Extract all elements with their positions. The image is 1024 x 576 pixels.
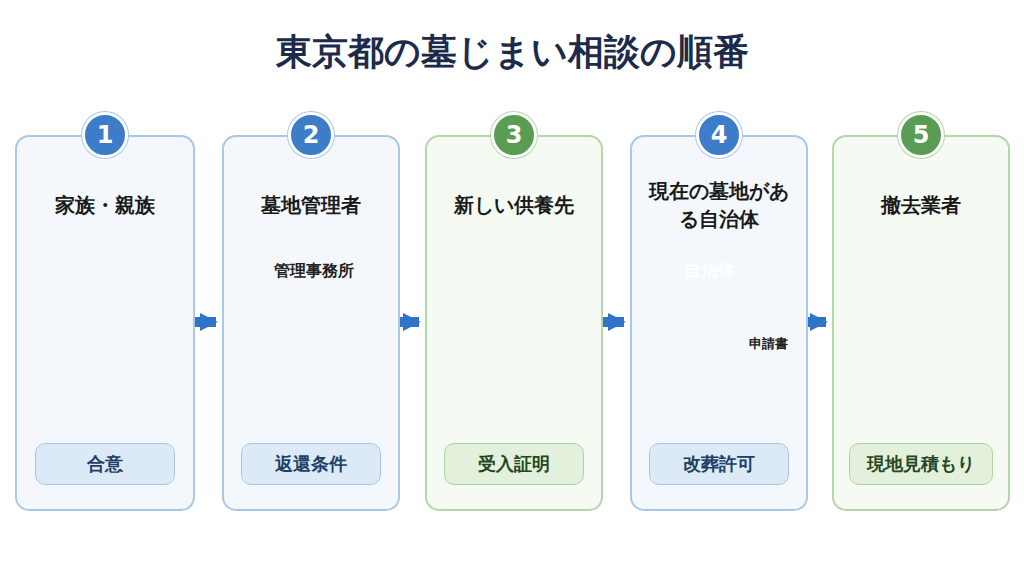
step-heading: 墓地管理者 — [261, 191, 361, 219]
step-panel: 墓地管理者2返還条件 — [222, 135, 400, 511]
document-title: 申請書 — [738, 334, 798, 354]
heading-area: 家族・親族 — [25, 173, 185, 237]
heading-area: 撤去業者 — [842, 173, 1000, 237]
step-number-text: 3 — [506, 121, 523, 149]
step-number: 3 — [491, 112, 537, 158]
result-label: 現地見積もり — [867, 452, 975, 476]
flow-arrow — [195, 317, 216, 327]
result-label: 受入証明 — [478, 452, 550, 476]
step-number-text: 5 — [913, 121, 930, 149]
result-pill: 合意 — [35, 443, 175, 485]
step-number: 2 — [288, 112, 334, 158]
step-number: 1 — [82, 112, 128, 158]
step-heading: 撤去業者 — [881, 191, 961, 219]
result-pill: 現地見積もり — [849, 443, 993, 485]
result-label: 返還条件 — [275, 452, 347, 476]
diagram-title: 東京都の墓じまい相談の順番 — [0, 28, 1024, 77]
step-panel: 新しい供養先3受入証明 — [425, 135, 603, 511]
step-heading: 現在の墓地がある自治体 — [644, 177, 794, 233]
result-label: 改葬許可 — [683, 452, 755, 476]
step-number-text: 4 — [711, 121, 728, 149]
result-label: 合意 — [87, 452, 123, 476]
heading-area: 新しい供養先 — [435, 173, 593, 237]
step-number: 4 — [696, 112, 742, 158]
result-pill: 受入証明 — [444, 443, 584, 485]
step-heading: 新しい供養先 — [454, 191, 574, 219]
step-number-text: 2 — [303, 121, 320, 149]
flow-arrow — [400, 317, 419, 327]
step-panel: 現在の墓地がある自治体4改葬許可 — [630, 135, 808, 511]
step-panel: 家族・親族1合意 — [15, 135, 195, 511]
step-heading: 家族・親族 — [55, 191, 155, 219]
result-pill: 返還条件 — [241, 443, 381, 485]
step-panel: 撤去業者5現地見積もり — [832, 135, 1010, 511]
heading-area: 現在の墓地がある自治体 — [640, 173, 798, 237]
result-pill: 改葬許可 — [649, 443, 789, 485]
flow-arrow — [808, 317, 826, 327]
municipal-sign: 自治体 — [658, 257, 760, 283]
step-number-text: 1 — [97, 121, 114, 149]
flow-arrow — [603, 317, 624, 327]
office-sign: 管理事務所 — [248, 258, 380, 284]
step-number: 5 — [898, 112, 944, 158]
heading-area: 墓地管理者 — [232, 173, 390, 237]
